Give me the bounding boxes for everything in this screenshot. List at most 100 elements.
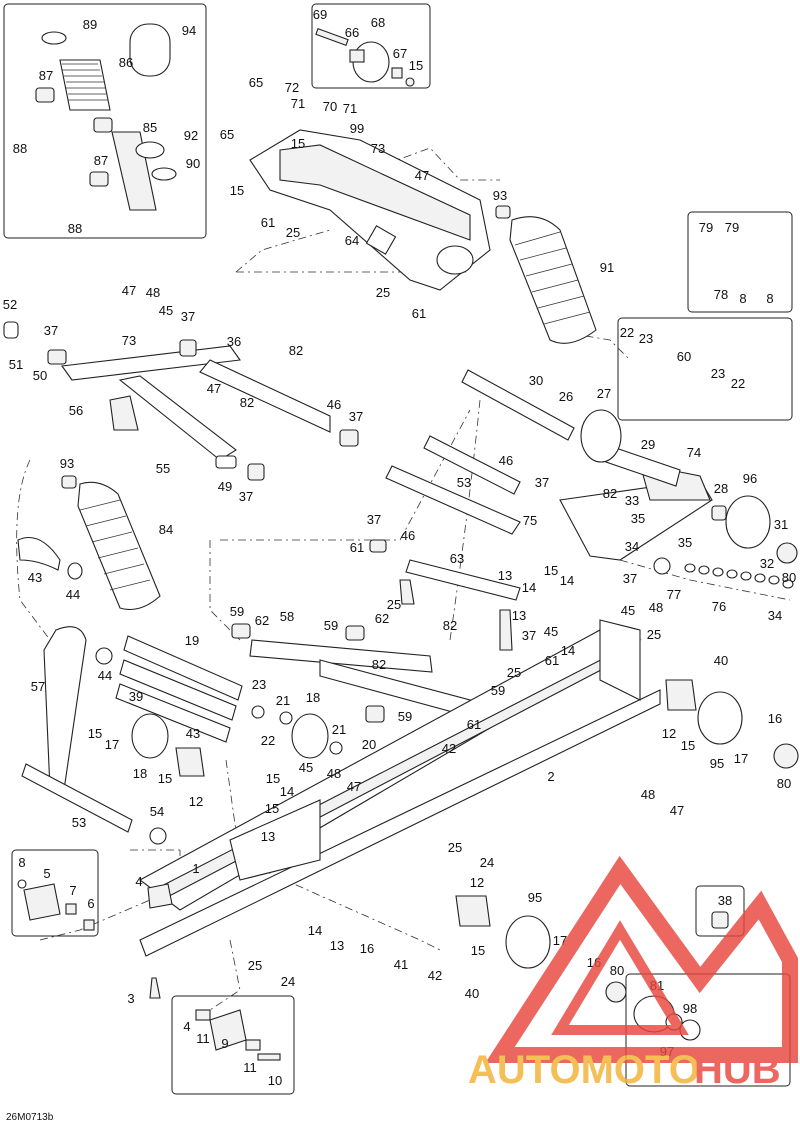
slide-rails bbox=[138, 619, 661, 957]
callout-40: 40 bbox=[714, 653, 728, 668]
callout-43: 43 bbox=[186, 726, 200, 741]
callout-22: 22 bbox=[261, 733, 275, 748]
callout-59: 59 bbox=[491, 683, 505, 698]
callout-71: 71 bbox=[343, 101, 357, 116]
callout-16: 16 bbox=[768, 711, 782, 726]
callout-15: 15 bbox=[158, 771, 172, 786]
callout-13: 13 bbox=[330, 938, 344, 953]
callout-5: 5 bbox=[43, 866, 50, 881]
callout-79: 79 bbox=[699, 220, 713, 235]
callout-57: 57 bbox=[31, 679, 45, 694]
callout-92: 92 bbox=[184, 128, 198, 143]
callout-93: 93 bbox=[493, 188, 507, 203]
callout-48: 48 bbox=[649, 600, 663, 615]
callout-93: 93 bbox=[60, 456, 74, 471]
callout-72: 72 bbox=[285, 80, 299, 95]
callout-15: 15 bbox=[230, 183, 244, 198]
callout-13: 13 bbox=[512, 608, 526, 623]
callout-70: 70 bbox=[323, 99, 337, 114]
callout-80: 80 bbox=[610, 963, 624, 978]
slider-parts bbox=[17, 879, 281, 1061]
shock-spring-top bbox=[35, 23, 177, 211]
callout-61: 61 bbox=[545, 653, 559, 668]
callout-15: 15 bbox=[544, 563, 558, 578]
callout-61: 61 bbox=[350, 540, 364, 555]
callout-14: 14 bbox=[561, 643, 575, 658]
callout-15: 15 bbox=[409, 58, 423, 73]
callout-60: 60 bbox=[677, 349, 691, 364]
callout-29: 29 bbox=[641, 437, 655, 452]
callout-47: 47 bbox=[415, 168, 429, 183]
callout-37: 37 bbox=[181, 309, 195, 324]
watermark-logo-icon bbox=[485, 855, 798, 1063]
callout-18: 18 bbox=[133, 766, 147, 781]
callout-30: 30 bbox=[529, 373, 543, 388]
callout-33: 33 bbox=[625, 493, 639, 508]
callout-25: 25 bbox=[248, 958, 262, 973]
callout-37: 37 bbox=[535, 475, 549, 490]
callout-48: 48 bbox=[146, 285, 160, 300]
callout-47: 47 bbox=[207, 381, 221, 396]
callout-37: 37 bbox=[623, 571, 637, 586]
callout-62: 62 bbox=[255, 613, 269, 628]
callout-3: 3 bbox=[127, 991, 134, 1006]
callout-45: 45 bbox=[621, 603, 635, 618]
clip-detail-inset bbox=[687, 211, 793, 313]
callout-67: 67 bbox=[393, 46, 407, 61]
shock-detail-inset bbox=[3, 3, 207, 239]
callout-48: 48 bbox=[641, 787, 655, 802]
callout-48: 48 bbox=[327, 766, 341, 781]
callout-90: 90 bbox=[186, 156, 200, 171]
callout-4: 4 bbox=[183, 1019, 190, 1034]
callout-7: 7 bbox=[69, 883, 76, 898]
callout-44: 44 bbox=[66, 587, 80, 602]
callout-82: 82 bbox=[372, 657, 386, 672]
callout-50: 50 bbox=[33, 368, 47, 383]
callout-56: 56 bbox=[69, 403, 83, 418]
callout-77: 77 bbox=[667, 587, 681, 602]
front-arm-36 bbox=[3, 321, 359, 481]
callout-53: 53 bbox=[72, 815, 86, 830]
callout-44: 44 bbox=[98, 668, 112, 683]
axle-detail-inset bbox=[617, 317, 793, 421]
callout-49: 49 bbox=[218, 479, 232, 494]
callout-1: 1 bbox=[192, 861, 199, 876]
callout-25: 25 bbox=[507, 665, 521, 680]
callout-61: 61 bbox=[261, 215, 275, 230]
callout-46: 46 bbox=[499, 453, 513, 468]
callout-21: 21 bbox=[276, 693, 290, 708]
callout-4: 4 bbox=[135, 874, 142, 889]
washer-stack-76 bbox=[653, 557, 794, 589]
callout-96: 96 bbox=[743, 471, 757, 486]
callout-45: 45 bbox=[159, 303, 173, 318]
slider-detail-inset bbox=[11, 849, 99, 937]
callout-25: 25 bbox=[286, 225, 300, 240]
callout-40: 40 bbox=[465, 986, 479, 1001]
callout-78: 78 bbox=[714, 287, 728, 302]
callout-76: 76 bbox=[712, 599, 726, 614]
callout-63: 63 bbox=[450, 551, 464, 566]
callout-46: 46 bbox=[401, 528, 415, 543]
callout-99: 99 bbox=[350, 121, 364, 136]
callout-14: 14 bbox=[560, 573, 574, 588]
callout-15: 15 bbox=[266, 771, 280, 786]
callout-15: 15 bbox=[681, 738, 695, 753]
callout-51: 51 bbox=[9, 357, 23, 372]
callout-42: 42 bbox=[428, 968, 442, 983]
callout-41: 41 bbox=[394, 957, 408, 972]
callout-66: 66 bbox=[345, 25, 359, 40]
callout-71: 71 bbox=[291, 96, 305, 111]
callout-15: 15 bbox=[265, 801, 279, 816]
callout-53: 53 bbox=[457, 475, 471, 490]
callout-17: 17 bbox=[105, 737, 119, 752]
callout-12: 12 bbox=[189, 794, 203, 809]
callout-12: 12 bbox=[470, 875, 484, 890]
callout-37: 37 bbox=[367, 512, 381, 527]
callout-2: 2 bbox=[547, 769, 554, 784]
callout-65: 65 bbox=[249, 75, 263, 90]
callout-24: 24 bbox=[480, 855, 494, 870]
callout-80: 80 bbox=[777, 776, 791, 791]
callout-23: 23 bbox=[711, 366, 725, 381]
callout-64: 64 bbox=[345, 233, 359, 248]
